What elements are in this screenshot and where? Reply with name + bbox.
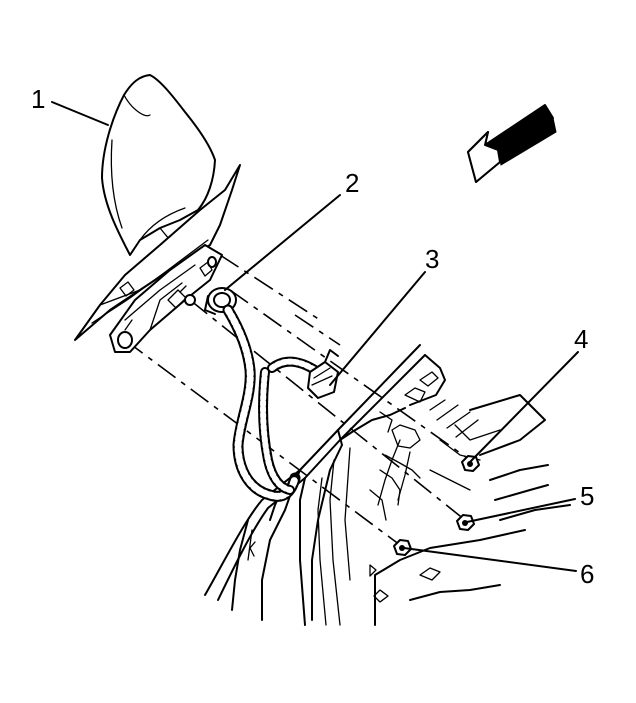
outside-mirror-assembly	[74, 74, 241, 353]
callout-2: 2	[345, 168, 359, 198]
leader-lines	[51, 101, 579, 572]
callout-3: 3	[425, 244, 439, 274]
callout-5: 5	[580, 481, 594, 511]
door-frame	[204, 344, 571, 626]
mirror-nut-middle	[456, 514, 475, 531]
callout-1: 1	[31, 84, 45, 114]
callout-4: 4	[574, 324, 588, 354]
callout-6: 6	[580, 559, 594, 589]
electrical-connector	[307, 349, 339, 399]
mirror-nut-lower	[393, 539, 412, 556]
forward-direction-arrow-icon	[467, 104, 557, 183]
wiring-harness	[222, 304, 323, 502]
mirror-nut-upper	[461, 455, 480, 472]
